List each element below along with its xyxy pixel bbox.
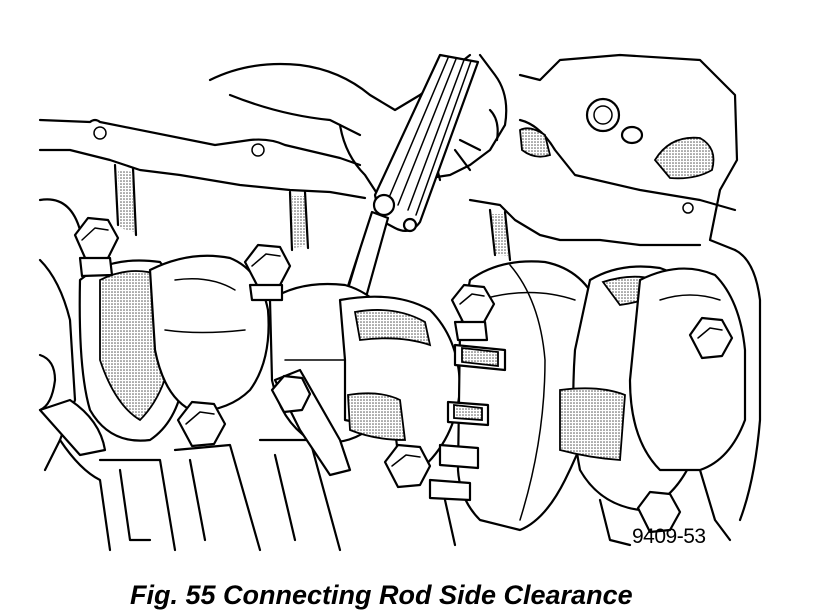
engine-block (38, 53, 762, 552)
bolt-head (270, 374, 312, 414)
figure-caption: Fig. 55 Connecting Rod Side Clearance (130, 580, 633, 610)
bolt-head (73, 216, 120, 278)
engine-crankshaft-illustration (38, 53, 762, 552)
rod-bolts (73, 216, 734, 534)
bolt-head (243, 243, 292, 302)
hand (208, 53, 508, 197)
figure-reference-number: 9409-53 (632, 525, 706, 548)
bolt-head (688, 316, 734, 360)
bolt-head (176, 400, 227, 448)
crankshaft (38, 254, 747, 547)
bolt-head (383, 443, 432, 489)
bolt-head (450, 283, 496, 342)
bolt-head (636, 490, 682, 534)
